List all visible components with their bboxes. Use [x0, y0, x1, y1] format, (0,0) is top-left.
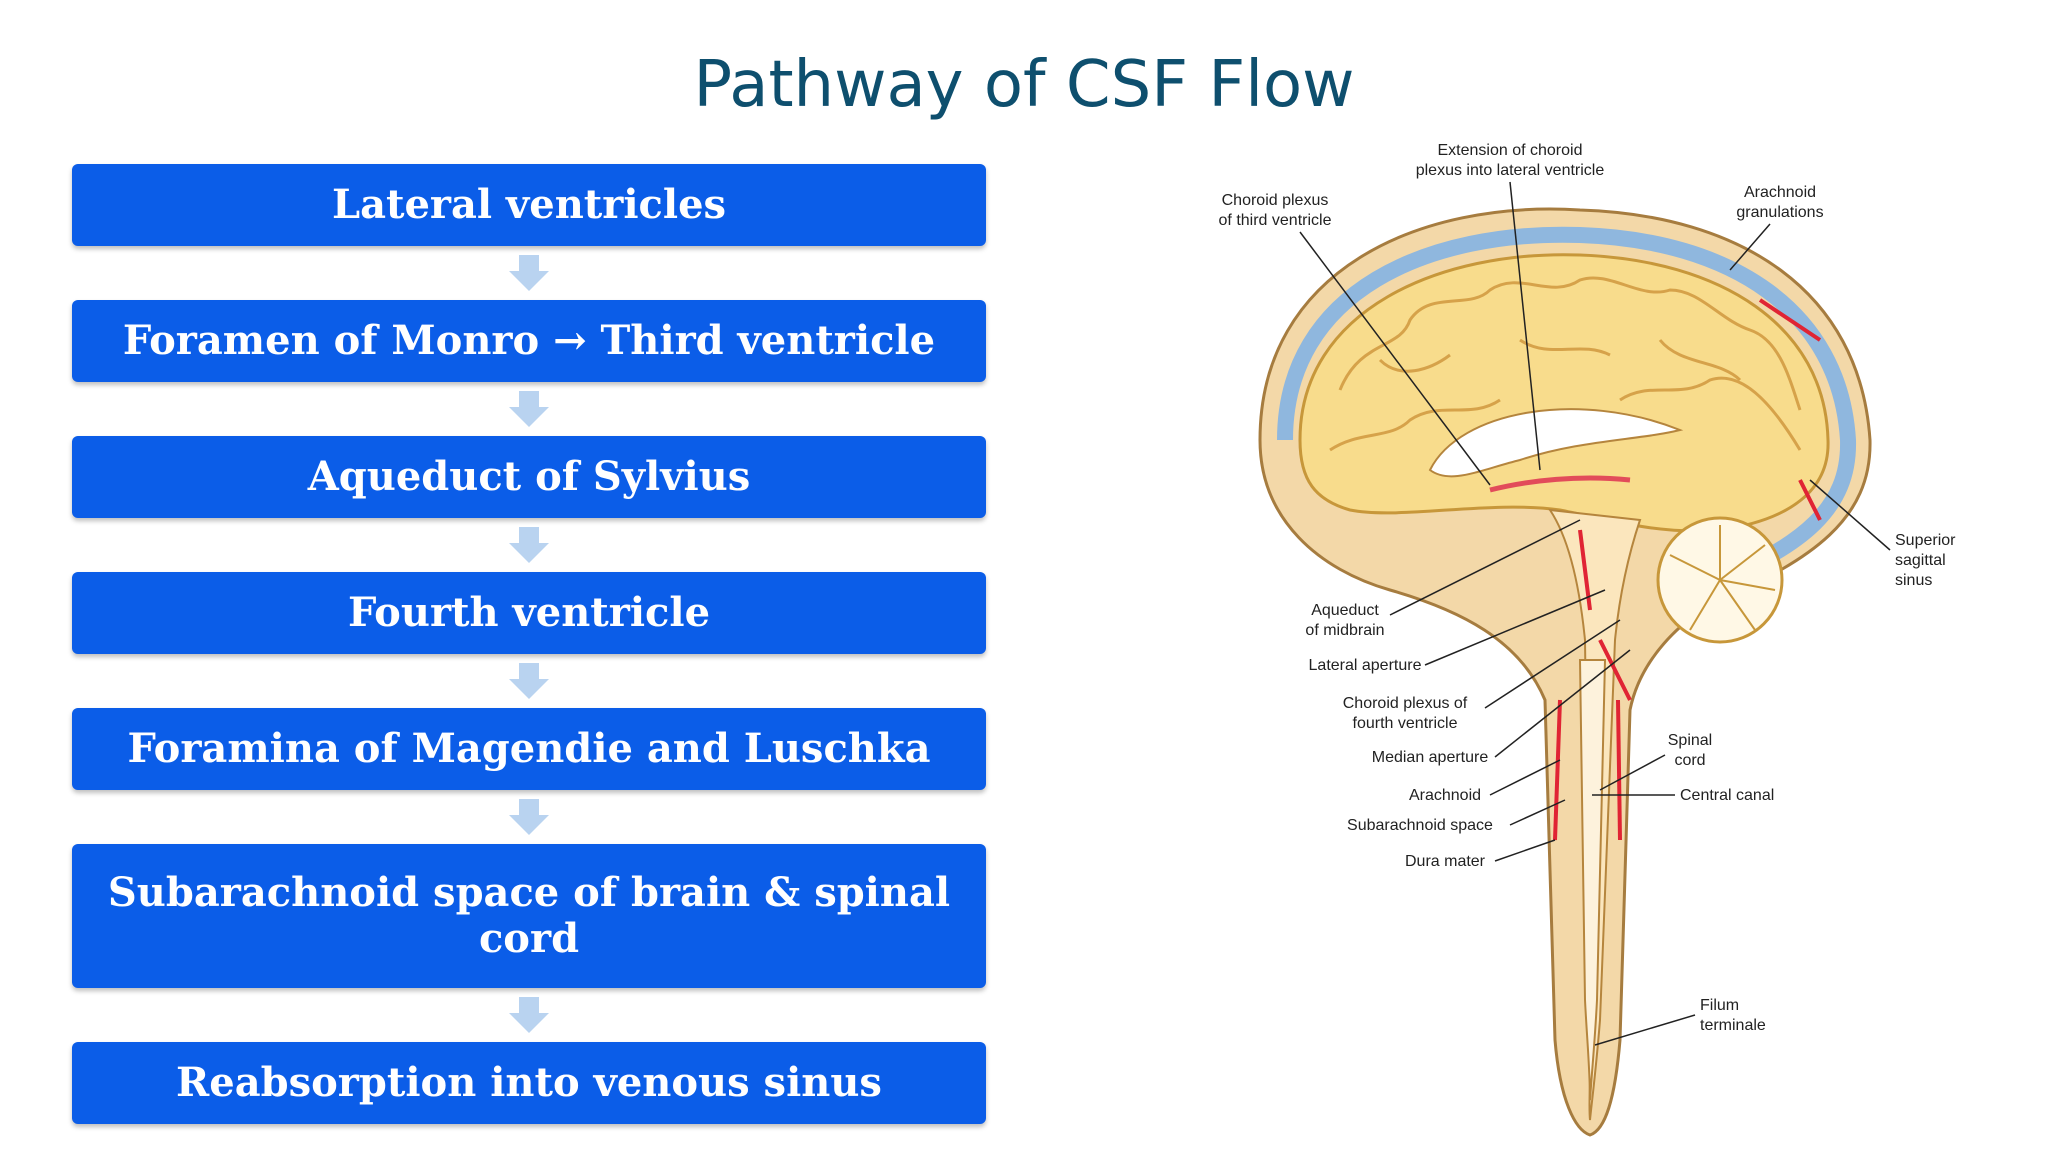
down-arrow-icon [72, 382, 986, 436]
label-subarachnoid-space: Subarachnoid space [1347, 799, 1566, 834]
label-choroid-third: Choroid plexus of third ventricle [1219, 192, 1491, 486]
svg-text:Extension of choroid: Extension of choroid [1438, 142, 1583, 159]
choroid-plexus [1489, 475, 1631, 493]
label-filum-terminale: Filum terminale [1594, 997, 1766, 1046]
svg-text:Central canal: Central canal [1680, 787, 1774, 804]
svg-text:Spinal: Spinal [1668, 732, 1712, 749]
gyri-pattern [1329, 276, 1802, 452]
lateral-ventricle [1428, 408, 1684, 478]
down-arrow-icon [72, 988, 986, 1042]
svg-text:Choroid plexus of: Choroid plexus of [1343, 695, 1468, 712]
down-arrow-icon [72, 518, 986, 572]
svg-text:Dura mater: Dura mater [1405, 853, 1486, 870]
csf-flow-arrows [1553, 298, 1822, 841]
label-arachnoid: Arachnoid [1409, 759, 1561, 804]
svg-text:Subarachnoid space: Subarachnoid space [1347, 817, 1493, 834]
label-extension-choroid: Extension of choroid plexus into lateral… [1416, 142, 1605, 471]
page-title: Pathway of CSF Flow [693, 48, 1355, 122]
svg-text:Lateral aperture: Lateral aperture [1309, 657, 1422, 674]
label-aqueduct-midbrain: Aqueduct of midbrain [1305, 519, 1581, 639]
down-arrow-icon [72, 790, 986, 844]
svg-text:Choroid plexus: Choroid plexus [1222, 192, 1329, 209]
cerebrum [1298, 253, 1830, 533]
step-subarachnoid-space: Subarachnoid space of brain & spinal cor… [72, 844, 986, 988]
csf-anatomy-diagram: Extension of choroid plexus into lateral… [1219, 142, 1956, 1137]
step-reabsorption: Reabsorption into venous sinus [72, 1042, 986, 1124]
label-lateral-aperture: Lateral aperture [1309, 589, 1606, 674]
label-central-canal: Central canal [1592, 787, 1774, 804]
svg-text:terminale: terminale [1700, 1017, 1766, 1034]
label-superior-sagittal-sinus: Superior sagittal sinus [1809, 479, 1956, 589]
svg-text:sinus: sinus [1895, 572, 1932, 589]
step-fourth-ventricle: Fourth ventricle [72, 572, 986, 654]
svg-text:cord: cord [1674, 752, 1705, 769]
down-arrow-icon [72, 246, 986, 300]
flow-steps: Lateral ventricles Foramen of Monro → Th… [72, 164, 986, 1124]
svg-text:Aqueduct: Aqueduct [1311, 602, 1379, 619]
spinal-cord [1578, 659, 1607, 1101]
svg-text:plexus into lateral ventricle: plexus into lateral ventricle [1416, 162, 1605, 179]
svg-text:sagittal: sagittal [1895, 552, 1946, 569]
svg-text:granulations: granulations [1736, 204, 1823, 221]
svg-text:Arachnoid: Arachnoid [1409, 787, 1481, 804]
svg-text:of third ventricle: of third ventricle [1219, 212, 1332, 229]
svg-text:Arachnoid: Arachnoid [1744, 184, 1816, 201]
step-foramen-monro: Foramen of Monro → Third ventricle [72, 300, 986, 382]
label-choroid-fourth: Choroid plexus of fourth ventricle [1343, 619, 1621, 732]
svg-text:of midbrain: of midbrain [1305, 622, 1384, 639]
subarachnoid-layer [1277, 226, 1857, 588]
svg-text:Median aperture: Median aperture [1372, 749, 1489, 766]
label-dura-mater: Dura mater [1405, 839, 1556, 870]
label-median-aperture: Median aperture [1372, 649, 1631, 766]
label-spinal-cord: Spinal cord [1599, 732, 1712, 791]
step-aqueduct-sylvius: Aqueduct of Sylvius [72, 436, 986, 518]
step-lateral-ventricles: Lateral ventricles [72, 164, 986, 246]
svg-text:Filum: Filum [1700, 997, 1739, 1014]
svg-text:Superior: Superior [1895, 532, 1956, 549]
step-foramina: Foramina of Magendie and Luschka [72, 708, 986, 790]
down-arrow-icon [72, 654, 986, 708]
label-arachnoid-granulations: Arachnoid granulations [1729, 184, 1824, 271]
cerebellum-folia [1669, 525, 1776, 631]
svg-text:fourth ventricle: fourth ventricle [1353, 715, 1458, 732]
